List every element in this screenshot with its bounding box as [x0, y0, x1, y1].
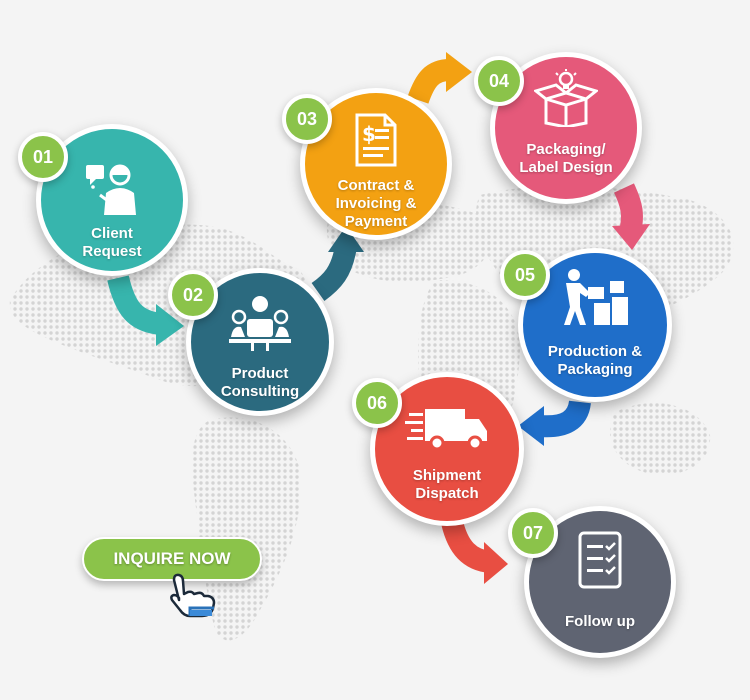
- step-label: Shipment Dispatch: [383, 467, 511, 503]
- step-label-line: Request: [82, 243, 142, 260]
- svg-text:$: $: [362, 122, 376, 146]
- step-label: Packaging/ Label Design: [503, 141, 629, 177]
- arrow-5-to-6: [518, 399, 591, 446]
- step-label-line: Contract &: [337, 177, 415, 194]
- step-label: Production & Packaging: [531, 343, 659, 379]
- step-number: 05: [514, 264, 536, 285]
- pointer-hand-icon: [170, 573, 216, 618]
- step-number: 06: [366, 392, 388, 413]
- step-label: Client Request: [49, 225, 175, 261]
- step-number: 01: [32, 146, 54, 167]
- step-number: 03: [296, 108, 318, 129]
- step-label-line: Packaging: [557, 361, 633, 378]
- step-label-line: Client: [91, 225, 133, 242]
- step-number: 07: [522, 522, 544, 543]
- arrow-1-to-2: [107, 275, 184, 346]
- step-number: 04: [488, 70, 510, 91]
- step-label: Follow up: [537, 613, 663, 631]
- step-number: 02: [182, 284, 204, 305]
- box-lightbulb-icon: [534, 69, 598, 127]
- step-label: Contract & Invoicing & Payment: [313, 177, 439, 231]
- step-label-line: Shipment: [412, 467, 482, 484]
- step-number-badge: 02: [168, 270, 218, 320]
- step-label-line: Payment: [344, 213, 408, 230]
- inquire-now-button[interactable]: INQUIRE NOW: [82, 537, 262, 581]
- step-label-line: Label Design: [519, 159, 613, 176]
- inquire-now-label: INQUIRE NOW: [113, 549, 231, 568]
- checklist-icon: [578, 531, 622, 589]
- step-label-line: Consulting: [220, 383, 300, 400]
- step-label-line: Packaging/: [526, 141, 606, 158]
- step-number-badge: 05: [500, 250, 550, 300]
- step-label-line: Dispatch: [415, 485, 479, 502]
- step-number-badge: 03: [282, 94, 332, 144]
- delivery-truck-icon: [405, 409, 487, 451]
- step-client-request: Client Request: [36, 124, 188, 276]
- step-label-line: Invoicing &: [335, 195, 417, 212]
- meeting-icon: [229, 296, 291, 351]
- step-label-line: Production &: [547, 343, 643, 360]
- arrow-3-to-4: [407, 52, 472, 104]
- arrow-2-to-3: [311, 226, 364, 301]
- step-label-line: Follow up: [565, 613, 635, 630]
- step-number-badge: 06: [352, 378, 402, 428]
- step-number-badge: 04: [474, 56, 524, 106]
- arrow-6-to-7: [441, 519, 508, 584]
- client-request-icon: [86, 164, 136, 215]
- invoice-icon: $: [355, 113, 397, 167]
- step-number-badge: 07: [508, 508, 558, 558]
- step-label-line: Product: [231, 365, 289, 382]
- step-label: Product Consulting: [199, 365, 321, 401]
- step-number-badge: 01: [18, 132, 68, 182]
- arrow-4-to-5: [612, 183, 650, 250]
- worker-boxes-icon: [564, 269, 628, 325]
